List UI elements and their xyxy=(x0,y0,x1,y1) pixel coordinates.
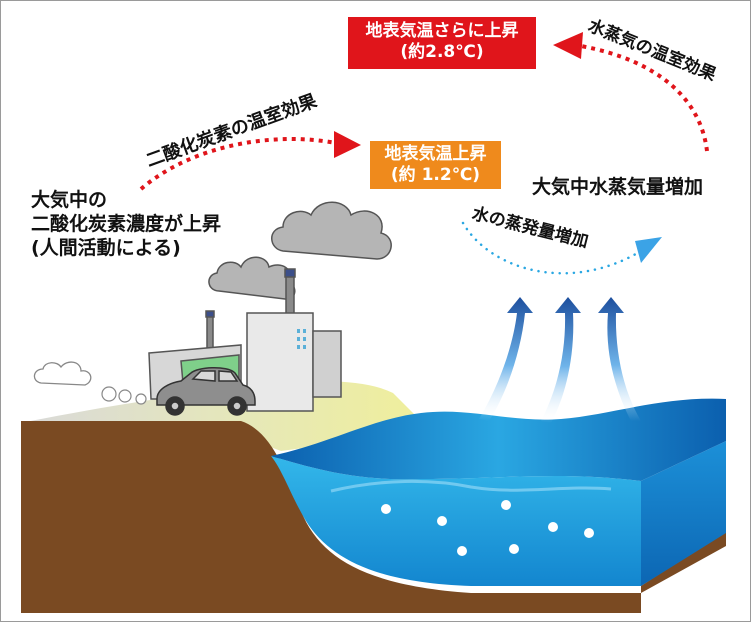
co2-greenhouse-arrowhead xyxy=(334,131,361,158)
evaporation-dotted-arrow xyxy=(461,221,643,275)
ocean-bubbles xyxy=(381,500,594,556)
smoke-clouds xyxy=(208,201,392,300)
co2-rise-label-line3: (人間活動による) xyxy=(31,237,181,259)
co2-rise-label-line2: 二酸化炭素濃度が上昇 xyxy=(31,213,222,235)
temp-rise-box-line1: 地表気温上昇 xyxy=(384,144,487,164)
car xyxy=(156,367,256,416)
evaporation-arrowhead xyxy=(635,237,662,263)
ocean-surface xyxy=(271,398,726,481)
ocean-side xyxy=(641,441,726,586)
ground-soil xyxy=(21,421,726,613)
temp-rise-box: 地表気温上昇 (約 1.2℃) xyxy=(370,141,501,189)
co2-greenhouse-arrow xyxy=(139,137,337,191)
vapor-greenhouse-arrowhead xyxy=(553,32,583,59)
land-surface xyxy=(21,381,431,451)
temp-rise-further-box-line2: (約2.8℃) xyxy=(400,42,484,62)
temp-rise-further-box-line1: 地表気温さらに上昇 xyxy=(365,21,519,41)
temp-rise-box-line2: (約 1.2℃) xyxy=(390,165,481,185)
temp-rise-further-box: 地表気温さらに上昇 (約2.8℃) xyxy=(348,17,536,69)
vapor-arrows xyxy=(479,297,641,423)
vapor-increase-label: 大気中水蒸気量増加 xyxy=(532,176,704,198)
co2-rise-label-line1: 大気中の xyxy=(31,189,108,211)
exhaust-cloud xyxy=(33,361,92,386)
exhaust-puffs xyxy=(101,386,147,405)
wave-highlight xyxy=(330,479,612,493)
